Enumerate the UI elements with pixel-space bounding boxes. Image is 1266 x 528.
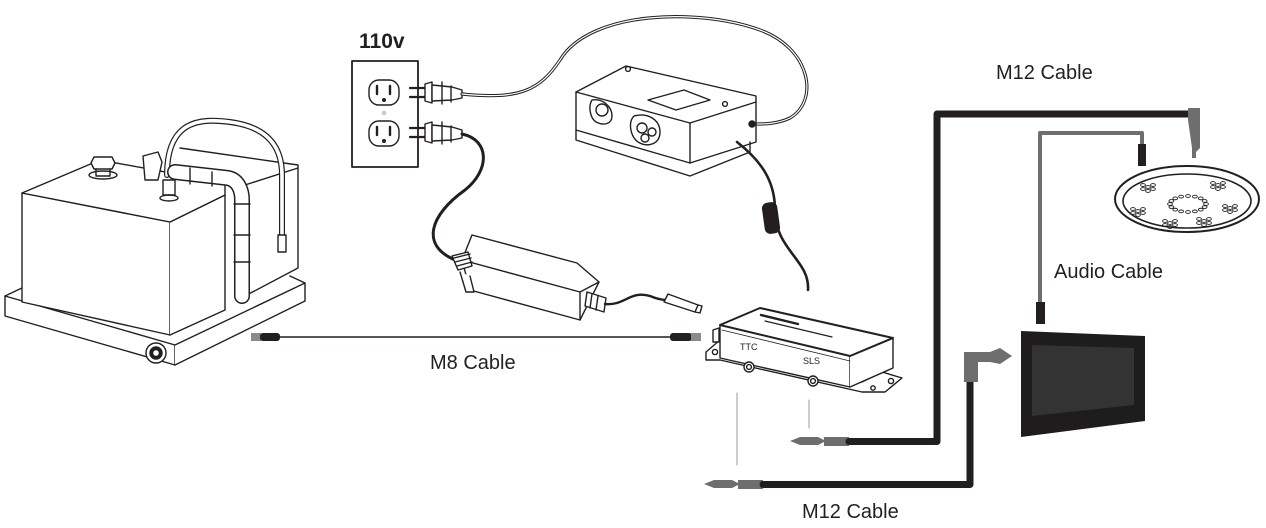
control-module: TTC SLS xyxy=(705,307,903,466)
speaker-hole xyxy=(1150,187,1156,191)
speaker-hole xyxy=(1140,187,1146,191)
wall-outlet xyxy=(351,60,419,168)
speaker-hole xyxy=(1168,199,1175,203)
speaker-hole xyxy=(1196,217,1202,221)
speaker-hole xyxy=(1197,207,1204,212)
speaker-hole xyxy=(1227,206,1233,210)
power-plug-bottom xyxy=(408,121,463,145)
speaker-hole xyxy=(1222,204,1228,208)
speaker-hole xyxy=(1201,219,1207,223)
ceiling-speaker xyxy=(1114,165,1260,233)
m12-cable-speaker xyxy=(790,108,1200,446)
m8-cable-label: M8 Cable xyxy=(430,352,516,374)
speaker-hole xyxy=(1167,221,1173,225)
speaker-hole xyxy=(1227,210,1233,214)
audio-cable-label: Audio Cable xyxy=(1054,261,1163,283)
speaker-hole xyxy=(1201,205,1208,209)
speaker-hole xyxy=(1222,208,1228,212)
voltage-label: 110v xyxy=(359,30,405,53)
speaker-hole xyxy=(1210,181,1216,185)
speaker-hole xyxy=(1135,209,1141,213)
speaker-hole xyxy=(1210,185,1216,189)
speaker-hole xyxy=(1172,196,1179,201)
speaker-hole xyxy=(1220,181,1226,185)
speaker-hole xyxy=(1172,219,1178,223)
speaker-hole xyxy=(1206,221,1212,225)
m8-cable xyxy=(251,333,701,341)
speaker-hole xyxy=(1201,223,1207,227)
speaker-hole xyxy=(1135,213,1141,217)
speaker-hole xyxy=(1232,204,1238,208)
m12-cable-label-bottom: M12 Cable xyxy=(802,501,899,523)
power-cord-adapter xyxy=(431,132,485,262)
speaker-hole xyxy=(1197,196,1204,201)
speaker-hole xyxy=(1140,207,1146,211)
speaker-hole xyxy=(1172,207,1179,212)
speaker-hole xyxy=(1206,217,1212,221)
speaker-hole xyxy=(1232,208,1238,212)
speaker-hole xyxy=(1145,185,1151,189)
speaker-hole xyxy=(1185,210,1191,214)
steam-generator xyxy=(4,117,306,366)
speaker-hole xyxy=(1130,211,1136,215)
speaker-hole xyxy=(1130,207,1136,211)
speaker-hole xyxy=(1162,219,1168,223)
power-plug-top xyxy=(408,81,463,105)
touch-control-panel xyxy=(1021,331,1145,437)
speaker-hole xyxy=(1192,194,1198,199)
speaker-hole xyxy=(1201,199,1208,203)
m12-cable-panel xyxy=(704,348,1012,489)
audio-cable xyxy=(1036,131,1146,324)
speaker-hole xyxy=(1145,189,1151,193)
speaker-hole xyxy=(1192,209,1198,214)
port-label-ttc: TTC xyxy=(740,342,758,352)
speaker-hole xyxy=(1172,223,1178,227)
port-label-sls: SLS xyxy=(803,356,820,366)
speaker-hole xyxy=(1150,183,1156,187)
m12-cable-label-top: M12 Cable xyxy=(996,62,1093,84)
speaker-hole xyxy=(1178,209,1184,214)
junction-box xyxy=(575,65,757,177)
speaker-hole xyxy=(1167,225,1173,229)
speaker-hole xyxy=(1215,183,1221,187)
speaker-hole xyxy=(1220,185,1226,189)
speaker-hole xyxy=(1215,187,1221,191)
speaker-hole xyxy=(1185,194,1191,198)
speaker-hole xyxy=(1140,183,1146,187)
speaker-hole xyxy=(1196,221,1202,225)
speaker-hole xyxy=(1162,223,1168,227)
power-adapter xyxy=(451,234,703,321)
speaker-hole xyxy=(1178,194,1184,199)
ferrite-bead xyxy=(761,202,781,234)
speaker-hole xyxy=(1140,211,1146,215)
